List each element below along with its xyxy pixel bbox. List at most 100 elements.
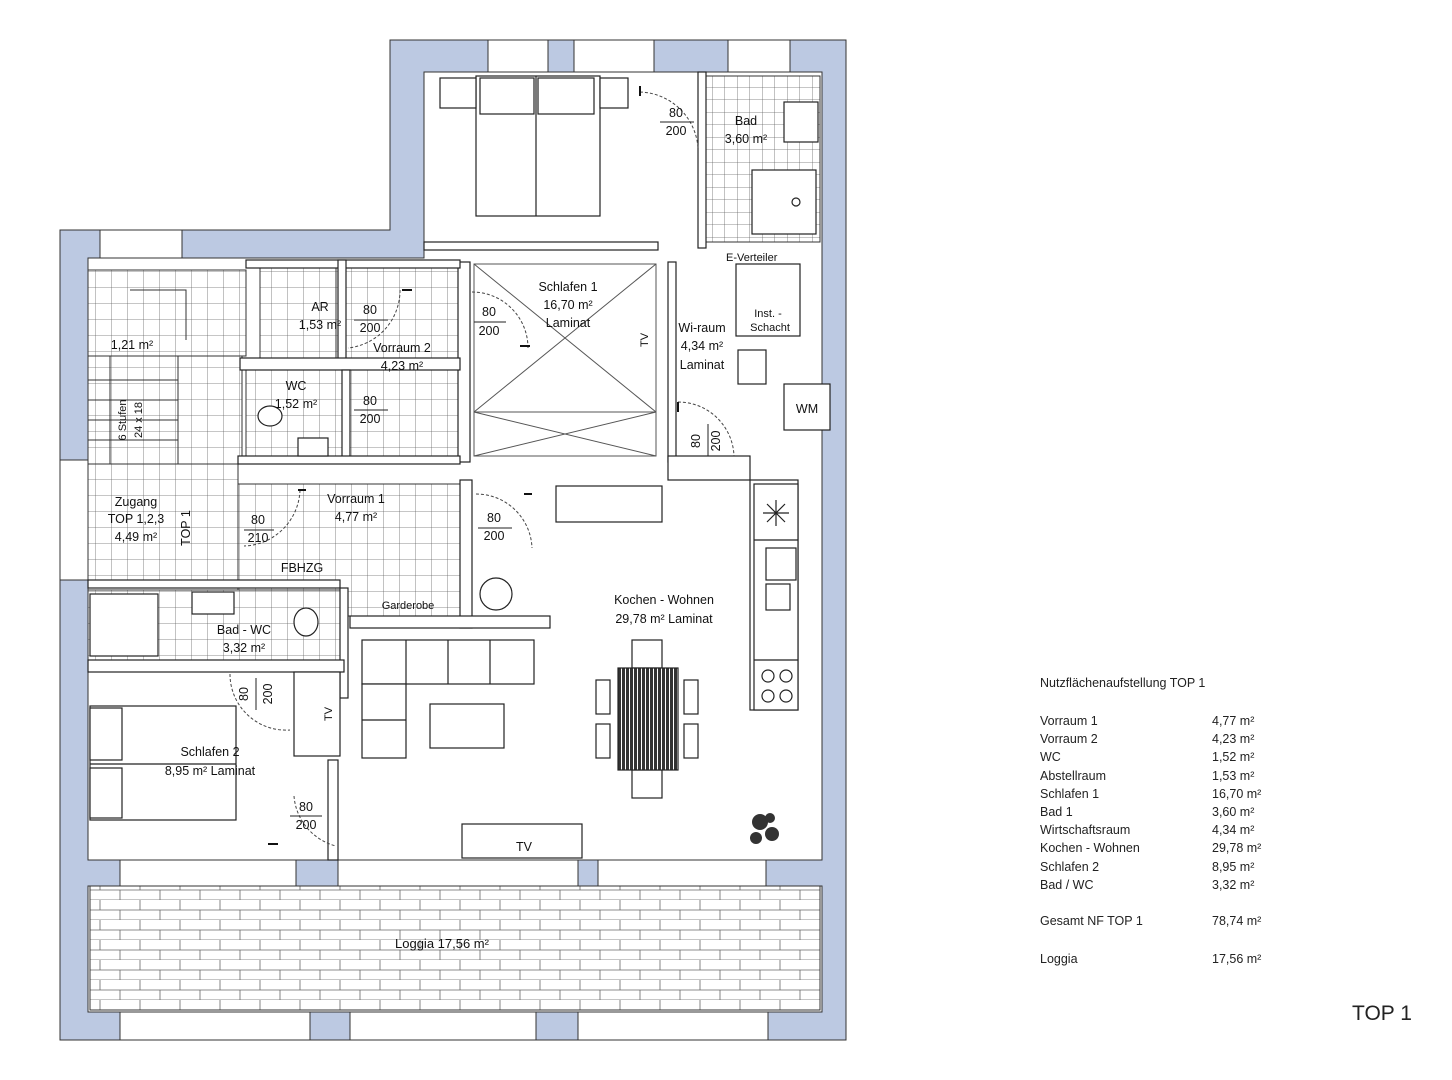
tv-label-schlafen1: TV [639, 332, 651, 347]
door-height-210: 210 [248, 531, 269, 545]
schlafen2-area: 8,95 m² Laminat [165, 764, 256, 778]
schedule-total-label: Gesamt NF TOP 1 [1040, 913, 1143, 928]
wm-label: WM [796, 402, 818, 416]
unit-label: TOP 1 [1352, 1002, 1412, 1025]
door-labels: 80 200 80 200 80 200 80 200 80 200 80 21… [237, 106, 723, 832]
schlafen2-name: Schlafen 2 [180, 745, 239, 759]
schedule-title: Nutzflächenaufstellung TOP 1 [1040, 676, 1206, 690]
schedule-row-label: Wirtschaftsraum [1040, 823, 1131, 838]
tv-label-schlafen2: TV [323, 706, 335, 721]
schedule-row-label: Bad 1 [1040, 804, 1073, 819]
schedule-row-label: Schlafen 2 [1040, 859, 1100, 874]
inst-schacht-line1: Inst. - [754, 308, 782, 320]
schedule-row-label: WC [1040, 750, 1061, 765]
bad-wc-area: 3,32 m² [223, 641, 265, 655]
ar-area: 1,53 m² [299, 318, 341, 332]
schedule-total-row: Gesamt NF TOP 1 78,74 m² [1040, 912, 1280, 930]
schedule-row-value: 3,60 m² [1212, 804, 1255, 819]
schedule-total-value: 78,74 m² [1212, 913, 1262, 928]
stair-room-area: 1,21 m² [111, 338, 153, 352]
door-height: 200 [484, 529, 505, 543]
door-height: 200 [479, 324, 500, 338]
schedule-row-label: Abstellraum [1040, 768, 1106, 783]
schedule-loggia-value: 17,56 m² [1212, 952, 1262, 967]
schlafen1-area: 16,70 m² [543, 298, 592, 312]
double-bed [439, 75, 629, 217]
stairs [88, 289, 187, 464]
wiraum-area: 4,34 m² [681, 339, 723, 353]
ar-name: AR [311, 300, 328, 314]
schedule-row-label: Kochen - Wohnen [1040, 841, 1140, 856]
kitchen-counter [753, 483, 799, 711]
schedule-row-value: 4,23 m² [1212, 732, 1255, 747]
door-height: 200 [360, 412, 381, 426]
door-height: 200 [296, 818, 317, 832]
vorraum1-name: Vorraum 1 [327, 492, 385, 506]
schedule-row-label: Vorraum 2 [1040, 732, 1098, 747]
door-height: 200 [709, 431, 723, 452]
door-swings [229, 91, 735, 847]
schedule-row-label: Schlafen 1 [1040, 786, 1100, 801]
wiraum-name: Wi-raum [678, 321, 725, 335]
schedule-loggia-label: Loggia [1040, 952, 1078, 967]
schedule-row-value: 29,78 m² [1212, 841, 1262, 856]
bad1-area: 3,60 m² [725, 132, 767, 146]
schedule-row-value: 16,70 m² [1212, 786, 1262, 801]
bed-schlafen2 [89, 705, 237, 821]
fbhzg-label: FBHZG [281, 561, 323, 575]
stairs-line2: 24 x 18 [133, 402, 145, 438]
kochen-area: 29,78 m² Laminat [615, 612, 713, 626]
schedule-loggia-row: Loggia 17,56 m² [1040, 950, 1280, 968]
door-height: 200 [666, 124, 687, 138]
door-width: 80 [487, 511, 501, 525]
vorraum1-area: 4,77 m² [335, 510, 377, 524]
bath-fixtures [735, 101, 831, 431]
wc-area: 1,52 m² [275, 397, 317, 411]
inst-schacht-line2: Schacht [750, 322, 790, 334]
schedule-row: Kochen - Wohnen 29,78 m² [1040, 839, 1280, 857]
schedule-row: Schlafen 2 8,95 m² [1040, 858, 1280, 876]
zugang-line2: TOP 1,2,3 [108, 512, 165, 526]
vorraum2-area: 4,23 m² [381, 359, 423, 373]
garderobe-label: Garderobe [382, 600, 435, 612]
door-width: 80 [237, 687, 251, 701]
room-labels: Schlafen 1 16,70 m² Laminat Bad 3,60 m² … [108, 114, 818, 951]
wc-fixtures [89, 405, 341, 757]
door-width: 80 [251, 513, 265, 527]
kochen-name: Kochen - Wohnen [614, 593, 714, 607]
schlafen1-floor: Laminat [546, 316, 591, 330]
top1-vertical-label: TOP 1 [179, 510, 193, 546]
bad-wc-name: Bad - WC [217, 623, 271, 637]
e-verteiler-label: E-Verteiler [726, 252, 778, 264]
schedule-row-value: 4,34 m² [1212, 823, 1255, 838]
loggia-label: Loggia 17,56 m² [395, 936, 490, 951]
wc-name: WC [286, 379, 307, 393]
door-width: 80 [363, 394, 377, 408]
zugang-area: 4,49 m² [115, 530, 157, 544]
schedule-row-label: Vorraum 1 [1040, 714, 1098, 728]
living-furniture [361, 485, 699, 859]
schedule-row: Vorraum 2 4,23 m² [1040, 730, 1280, 748]
bad1-name: Bad [735, 114, 757, 128]
schedule-row: Bad 1 3,60 m² [1040, 803, 1280, 821]
door-height: 200 [360, 321, 381, 335]
tv-label-living: TV [516, 840, 533, 854]
schedule-row: Wirtschaftsraum 4,34 m² [1040, 821, 1280, 839]
stairs-line1: 6 Stufen [117, 400, 129, 441]
vorraum2-name: Vorraum 2 [373, 341, 431, 355]
wardrobe [473, 263, 657, 457]
door-width: 80 [299, 800, 313, 814]
schedule-row: Schlafen 1 16,70 m² [1040, 785, 1280, 803]
schedule-row-label: Bad / WC [1040, 877, 1094, 892]
schedule-row-value: 8,95 m² [1212, 859, 1255, 874]
door-width: 80 [482, 305, 496, 319]
plant-icon [750, 813, 779, 844]
zugang-line1: Zugang [115, 495, 157, 509]
door-width: 80 [669, 106, 683, 120]
